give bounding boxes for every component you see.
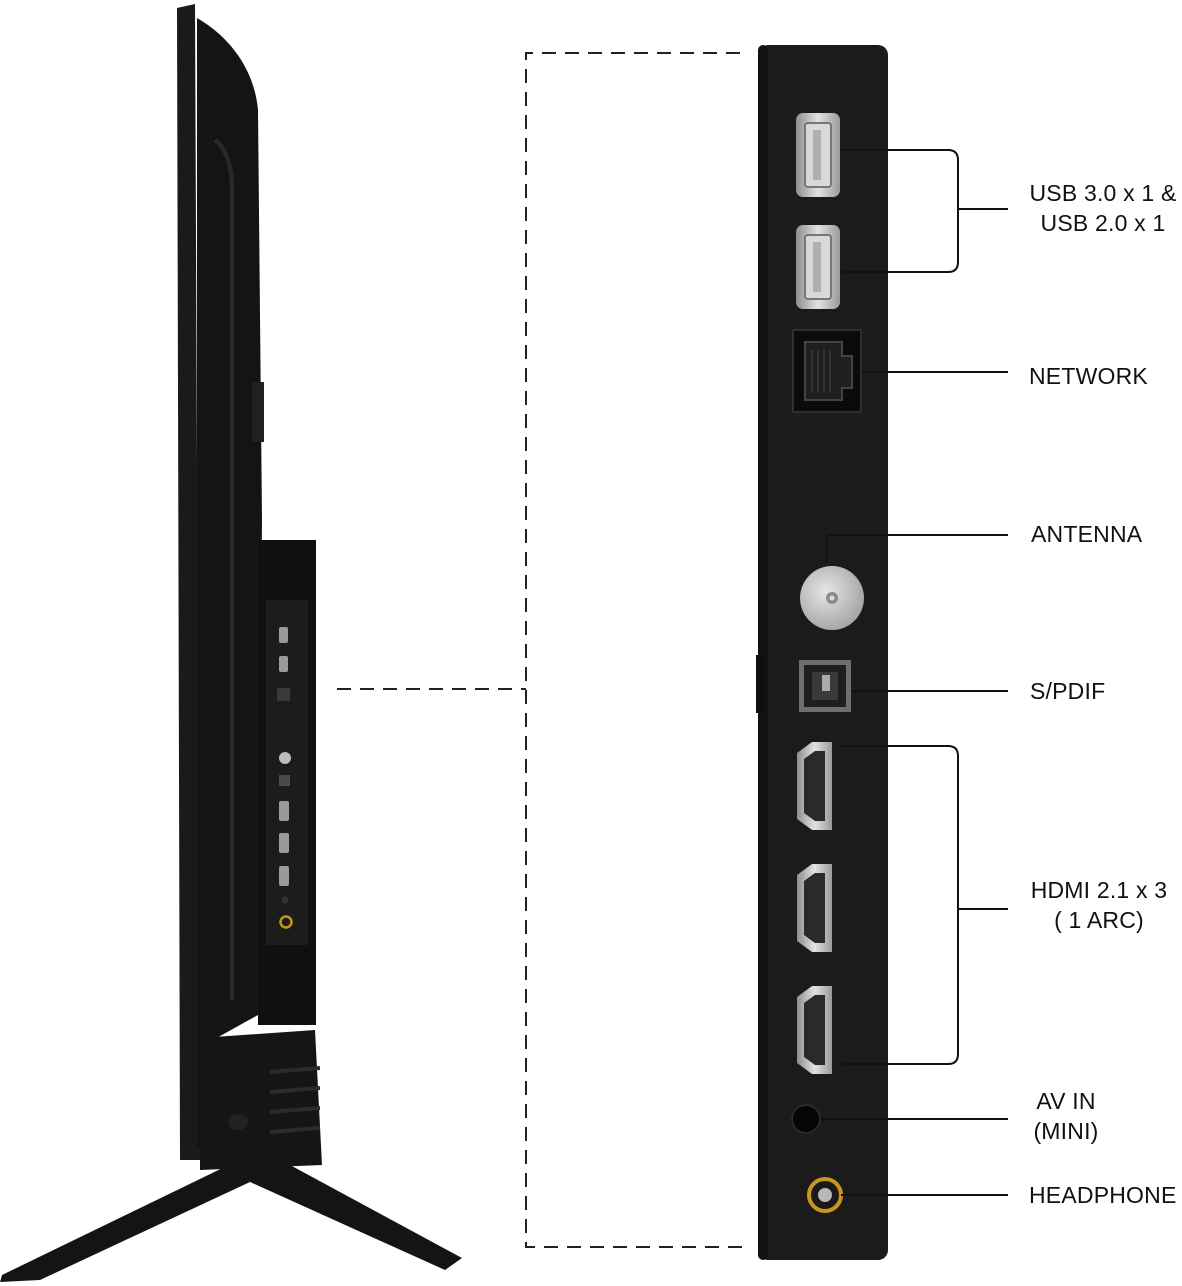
antenna-label-text: ANTENNA: [1031, 519, 1142, 549]
av-in-label-line-1: AV IN: [1026, 1086, 1106, 1116]
av-in-label: AV IN (MINI): [1026, 1086, 1106, 1146]
tv-screen-edge: [177, 4, 200, 1160]
usb-label-line-1: USB 3.0 x 1 &: [1028, 178, 1178, 208]
usb-port-2: [796, 225, 840, 309]
spdif-label-text: S/PDIF: [1030, 676, 1105, 706]
tv-side-view: [0, 4, 462, 1282]
headphone-label-text: HEADPHONE: [1029, 1180, 1177, 1210]
av-in-label-line-2: (MINI): [1026, 1116, 1106, 1146]
av-in-port: [792, 1105, 820, 1133]
tv-stand-legs: [0, 1162, 462, 1282]
port-panel: [756, 45, 888, 1260]
network-port: [793, 330, 861, 412]
hdmi-label: HDMI 2.1 x 3 ( 1 ARC): [1026, 875, 1172, 935]
headphone-label: HEADPHONE: [1029, 1180, 1177, 1210]
spdif-port: [799, 660, 851, 712]
antenna-port: [800, 566, 864, 630]
usb-port-1: [796, 113, 840, 197]
antenna-label: ANTENNA: [1031, 519, 1142, 549]
usb-label-line-2: USB 2.0 x 1: [1028, 208, 1178, 238]
network-label-text: NETWORK: [1029, 361, 1148, 391]
hdmi-port-1: [797, 742, 832, 830]
hdmi-label-line-1: HDMI 2.1 x 3: [1026, 875, 1172, 905]
headphone-port: [809, 1179, 841, 1211]
spdif-label: S/PDIF: [1030, 676, 1105, 706]
hdmi-port-3: [797, 986, 832, 1074]
tv-stand-neck: [200, 1030, 322, 1170]
usb-label: USB 3.0 x 1 & USB 2.0 x 1: [1028, 178, 1178, 238]
hdmi-label-line-2: ( 1 ARC): [1026, 905, 1172, 935]
network-label: NETWORK: [1029, 361, 1148, 391]
tv-back-cover: [197, 18, 262, 1150]
hdmi-port-2: [797, 864, 832, 952]
dashed-callout: [337, 53, 742, 1247]
